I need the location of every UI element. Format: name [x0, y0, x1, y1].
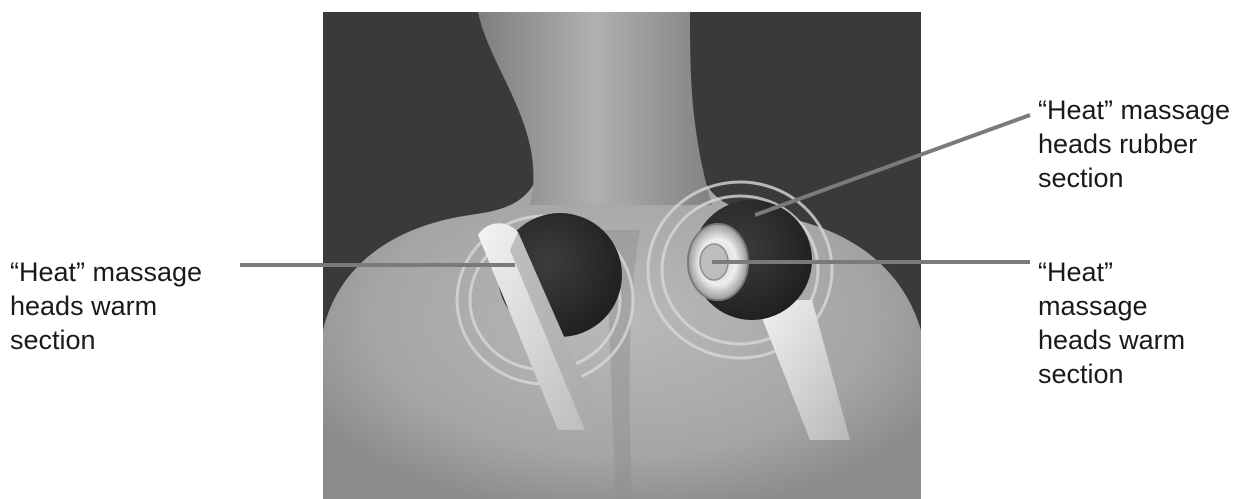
label-line: “Heat” massage — [10, 255, 202, 289]
label-line: section — [1038, 161, 1230, 195]
label-line: section — [10, 323, 202, 357]
label-line: heads warm — [1038, 323, 1185, 357]
label-right-warm-section: “Heat” massage heads warm section — [1038, 255, 1185, 391]
label-line: heads rubber — [1038, 127, 1230, 161]
label-line: “Heat” massage — [1038, 93, 1230, 127]
label-line: “Heat” — [1038, 255, 1185, 289]
label-right-rubber-section: “Heat” massage heads rubber section — [1038, 93, 1230, 195]
label-line: massage — [1038, 289, 1185, 323]
label-line: heads warm — [10, 289, 202, 323]
label-left-warm-section: “Heat” massage heads warm section — [10, 255, 202, 357]
label-line: section — [1038, 357, 1185, 391]
